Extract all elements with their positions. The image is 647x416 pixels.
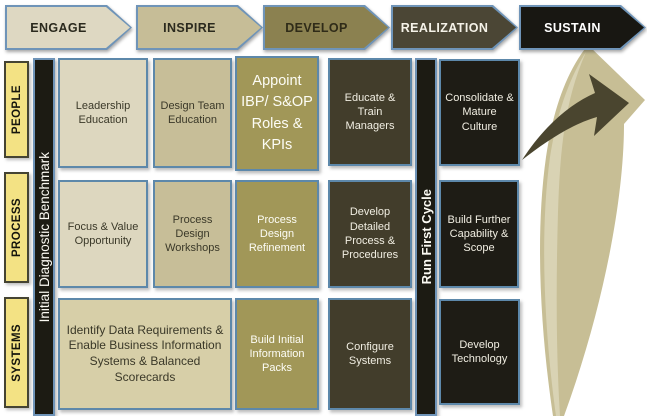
cell-label: Configure Systems <box>346 340 394 367</box>
cell-label: Process Design Refinement <box>248 213 306 255</box>
cell-label: Develop Detailed Process & Procedures <box>341 206 399 262</box>
cell-label: Design Team Education <box>160 99 225 126</box>
cell-focus-value-opportunity: Focus & Value Opportunity <box>58 180 148 288</box>
cell-label: Develop Technology <box>451 338 508 365</box>
phase-chevron-engage: ENGAGE <box>5 5 132 50</box>
cell-develop-technology: Develop Technology <box>439 299 520 405</box>
phase-label: ENGAGE <box>30 20 87 35</box>
cell-process-design-refinement: Process Design Refinement <box>235 180 319 288</box>
phase-label: DEVELOP <box>285 20 348 35</box>
cell-label: Build Initial Information Packs <box>249 333 305 375</box>
cell-develop-detailed-process-procedures: Develop Detailed Process & Procedures <box>328 180 412 288</box>
phase-chevron-realization: REALIZATION <box>391 5 518 50</box>
cell-identify-data-requirements: Identify Data Requirements & Enable Busi… <box>58 298 232 410</box>
cell-leadership-education: Leadership Education <box>58 58 148 168</box>
cell-build-further-capability-scope: Build Further Capability & Scope <box>439 180 519 288</box>
run-first-cycle-bar: Run First Cycle <box>415 58 437 416</box>
phase-label: INSPIRE <box>163 20 216 35</box>
row-label-systems: SYSTEMS <box>4 297 29 408</box>
cell-label: Build Further Capability & Scope <box>447 213 511 255</box>
bar-label: Run First Cycle <box>418 189 434 285</box>
cell-label: Focus & Value Opportunity <box>67 220 139 247</box>
cell-build-initial-information-packs: Build Initial Information Packs <box>235 298 319 410</box>
phase-chevron-sustain: SUSTAIN <box>519 5 646 50</box>
cell-consolidate-mature-culture: Consolidate & Mature Culture <box>439 59 520 166</box>
cell-configure-systems: Configure Systems <box>328 298 412 410</box>
row-label-people: PEOPLE <box>4 61 29 158</box>
cell-label: Process Design Workshops <box>165 213 220 255</box>
cell-label: Identify Data Requirements & Enable Busi… <box>66 322 224 384</box>
phase-label: SUSTAIN <box>544 20 601 35</box>
cell-educate-train-managers: Educate & Train Managers <box>328 58 412 166</box>
phase-chevron-inspire: INSPIRE <box>136 5 263 50</box>
cell-label: Appoint IBP/ S&OP Roles & KPIs <box>241 73 313 153</box>
row-label-text: SYSTEMS <box>10 323 23 382</box>
bar-label: Initial Diagnostic Benchmark <box>36 151 52 323</box>
cell-design-team-education: Design Team Education <box>153 58 232 168</box>
initial-diagnostic-benchmark-bar: Initial Diagnostic Benchmark <box>33 58 55 416</box>
cell-appoint-ibp-sop-roles-kpis: Appoint IBP/ S&OP Roles & KPIs <box>235 56 319 171</box>
curved-growth-arrow-icon <box>522 45 645 416</box>
cell-label: Consolidate & Mature Culture <box>445 92 514 133</box>
row-label-text: PEOPLE <box>10 84 23 135</box>
row-label-process: PROCESS <box>4 172 29 283</box>
row-label-text: PROCESS <box>10 197 23 258</box>
phase-chevron-develop: DEVELOP <box>263 5 390 50</box>
phase-label: REALIZATION <box>400 20 489 35</box>
cell-process-design-workshops: Process Design Workshops <box>153 180 232 288</box>
cell-label: Educate & Train Managers <box>344 91 396 133</box>
cell-label: Leadership Education <box>75 99 131 126</box>
